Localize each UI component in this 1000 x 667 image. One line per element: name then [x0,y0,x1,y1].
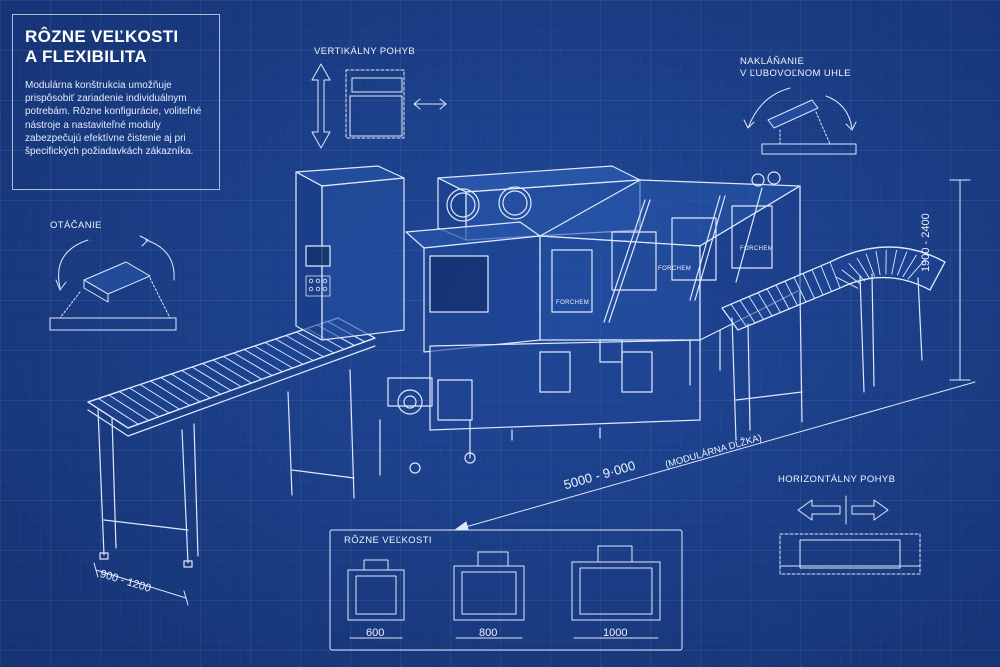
roller [793,276,807,303]
roller [766,288,781,313]
roller [285,335,325,358]
roller [829,261,841,289]
roller [856,257,870,279]
roller [191,366,232,391]
roller [212,359,252,384]
roller [139,384,180,410]
size-large-label: 1000 [603,627,628,639]
roller [897,251,908,276]
roller [802,273,815,299]
roller [233,352,273,376]
roller [97,398,139,425]
roller [748,296,764,320]
roller [170,373,211,399]
roller [875,250,881,276]
roller [739,299,756,324]
roller [108,394,150,421]
control-cabinet [295,165,405,341]
roller [295,331,335,354]
height-dimension [949,179,971,381]
roller [129,387,170,414]
size-small-label: 600 [366,627,385,639]
width-dimension [93,562,189,606]
info-title-line1: RÔZNE VEĽKOSTI [25,27,179,46]
roller [784,280,798,306]
roller [222,356,263,380]
size-medium-label: 800 [479,627,498,639]
roller [160,377,201,403]
vertical-movement-label: VERTIKÁLNY POHYB [314,46,416,57]
roller [775,284,790,310]
sizes-box [329,529,683,651]
roller [118,391,160,418]
roller [181,370,222,395]
vertical-movement-icon [311,63,447,149]
info-title-line2: A FLEXIBILITA [25,47,147,66]
height-dimension-label: 1900 - 2400 [920,213,932,272]
roller [87,401,129,429]
roller [902,254,917,278]
tilt-icon [743,87,857,155]
roller [730,303,747,327]
roller [202,363,242,388]
tilt-label-line1: NAKLÁŇANIE [740,56,805,67]
roller [264,342,304,365]
roller [820,265,832,292]
roller [150,380,191,406]
roller [275,338,314,361]
sizes-label: RÔZNE VEĽKOSTI [344,535,432,546]
roller [865,253,875,277]
roller [891,249,898,275]
roller [848,263,866,282]
info-body: Modulárna konštrukcia umožňuje prispôsob… [25,80,202,158]
rotation-label: OTÁČANIE [50,220,102,231]
roller [907,259,926,280]
roller [254,345,294,369]
rotation-icon [49,235,177,331]
brand-logo-1: FORCHEM [556,300,590,306]
brand-logo-2: FORCHEM [658,266,692,272]
horizontal-movement-label: HORIZONTÁLNY POHYB [778,474,896,485]
horizontal-movement-icon [779,495,921,575]
right-curved-conveyor [721,246,946,441]
info-title: RÔZNE VEĽKOSTI A FLEXIBILITA [25,27,207,67]
roller [757,292,773,317]
roller [721,307,739,331]
roller [836,276,859,289]
info-panel: RÔZNE VEĽKOSTI A FLEXIBILITA Modulárna k… [12,14,220,190]
tilt-label-line2: V ĽUBOVOĽNOM UHLE [740,68,851,79]
roller [243,349,283,373]
roller [841,269,862,285]
roller [811,269,824,296]
brand-logo-3: FORCHEM [740,246,774,252]
